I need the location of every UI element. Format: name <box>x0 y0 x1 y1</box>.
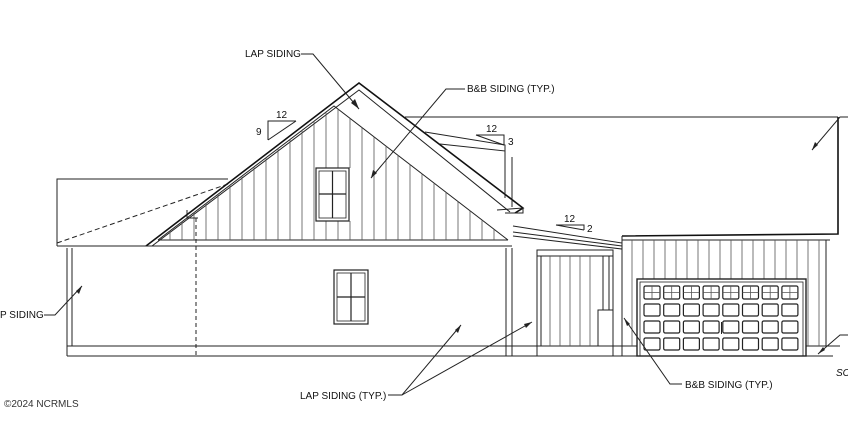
garage-door-panel <box>682 320 701 334</box>
svg-text:12: 12 <box>276 110 288 121</box>
garage-door-panel <box>722 337 740 351</box>
svg-text:LAP SIDING (TYP.): LAP SIDING (TYP.) <box>300 391 386 402</box>
garage-door-panel <box>781 337 799 351</box>
porch-board-and-batten <box>549 256 591 346</box>
callout-lap-siding-typ: LAP SIDING (TYP.) <box>300 321 533 402</box>
garage-door-panel <box>722 303 740 317</box>
garage-door-panel <box>682 337 701 351</box>
svg-text:2: 2 <box>587 224 593 235</box>
garage-door-panel <box>761 337 779 351</box>
garage-door-panel <box>663 320 681 334</box>
garage-door-panel <box>781 320 799 334</box>
garage-door-panel <box>643 320 661 334</box>
pitch-upper-right: 12 3 <box>475 124 514 148</box>
garage-door-panel <box>741 320 760 334</box>
callout-lap-siding-left: P SIDING <box>0 285 83 321</box>
pitch-main: 12 9 <box>256 110 297 141</box>
garage-door-panel <box>702 337 720 351</box>
garage-door <box>636 278 807 357</box>
svg-text:3: 3 <box>508 137 514 148</box>
garage-section <box>621 117 839 357</box>
garage-door-panel <box>702 303 720 317</box>
left-roof <box>56 178 229 247</box>
callout-bb-siding-bottom: B&B SIDING (TYP.) <box>623 317 773 391</box>
upper-roof-bands <box>405 116 838 214</box>
garage-door-panel <box>741 337 760 351</box>
svg-text:B&B SIDING (TYP.): B&B SIDING (TYP.) <box>467 84 555 95</box>
porch <box>512 225 623 356</box>
main-wall <box>66 210 513 356</box>
garage-door-panel <box>643 337 661 351</box>
main-gable <box>145 81 525 247</box>
svg-text:SC: SC <box>836 368 848 379</box>
callout-bb-siding-top: B&B SIDING (TYP.) <box>370 84 555 179</box>
garage-door-panel <box>741 303 760 317</box>
svg-text:9: 9 <box>256 127 262 138</box>
garage-door-panel <box>663 303 681 317</box>
svg-text:12: 12 <box>486 124 498 135</box>
callout-lap-siding-top: LAP SIDING <box>245 49 360 110</box>
gable-window <box>315 167 350 222</box>
garage-door-panel <box>663 337 681 351</box>
svg-text:P SIDING: P SIDING <box>0 310 44 321</box>
garage-door-panel <box>702 320 720 334</box>
svg-text:12: 12 <box>564 214 576 225</box>
callout-right-bottom: SC <box>817 334 848 379</box>
garage-door-panel <box>643 303 661 317</box>
svg-text:B&B SIDING (TYP.): B&B SIDING (TYP.) <box>685 380 773 391</box>
wall-window <box>333 269 369 325</box>
svg-text:LAP SIDING: LAP SIDING <box>245 49 301 60</box>
callout-right-top <box>811 116 848 151</box>
garage-door-panel <box>781 303 799 317</box>
garage-door-panel <box>761 320 779 334</box>
garage-door-panel <box>761 303 779 317</box>
garage-board-and-batten <box>631 240 820 346</box>
pitch-porch: 12 2 <box>555 214 593 235</box>
watermark: ©2024 NCRMLS <box>4 399 79 410</box>
garage-door-panel <box>682 303 701 317</box>
gable-board-and-batten <box>169 109 495 240</box>
garage-door-panel <box>722 320 740 334</box>
